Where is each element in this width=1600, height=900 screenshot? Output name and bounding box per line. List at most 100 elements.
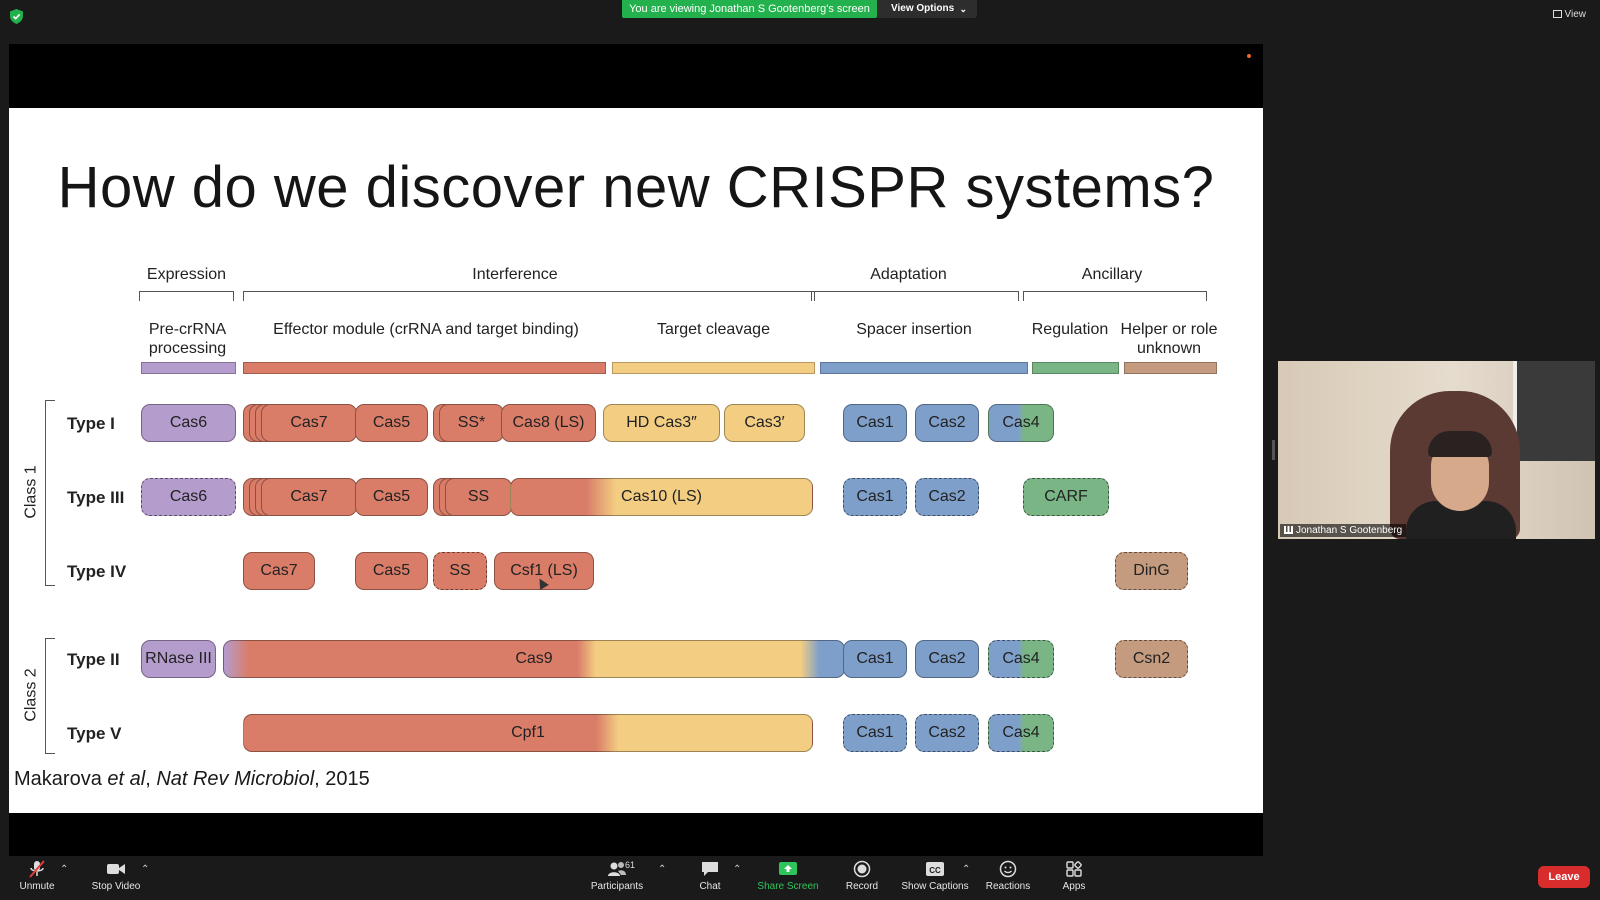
shared-screen: How do we discover new CRISPR systems? E… (9, 44, 1263, 856)
box-carf: CARF (1023, 478, 1109, 516)
box-cas1: Cas1 (843, 404, 907, 442)
view-button[interactable]: View (1552, 9, 1586, 20)
panel-resize-handle[interactable] (1272, 440, 1275, 460)
share-screen-label: Share Screen (757, 881, 819, 892)
box-cas3: Cas3′ (724, 404, 805, 442)
microphone-muted-icon (29, 860, 45, 878)
box-cas6: Cas6 (141, 404, 236, 442)
citation-year: , 2015 (314, 768, 370, 790)
video-window-frame (1513, 361, 1595, 461)
participant-video-tile[interactable]: Jonathan S Gootenberg (1278, 361, 1595, 539)
unmute-button[interactable]: Unmute (0, 860, 74, 898)
category-adaptation: Adaptation (870, 266, 947, 283)
view-options-button[interactable]: View Options ⌄ (877, 0, 977, 18)
apps-label: Apps (1062, 881, 1086, 892)
row-label-type-ii: Type II (67, 650, 120, 669)
reactions-label: Reactions (985, 881, 1031, 892)
meeting-toolbar: Unmute ⌃ Stop Video ⌃ 61 Participants ⌃ (0, 856, 1600, 900)
class-2-label: Class 2 (22, 668, 40, 722)
share-screen-button[interactable]: Share Screen (751, 860, 825, 898)
participants-label: Participants (590, 881, 644, 892)
viewing-screen-banner: You are viewing Jonathan S Gootenberg's … (622, 0, 877, 18)
view-options-label: View Options (891, 3, 955, 14)
subcategory-helper: Helper or role unknown (1120, 321, 1218, 357)
chat-bubble-icon (702, 862, 718, 876)
subcategory-regulation: Regulation (1031, 321, 1109, 338)
category-interference: Interference (472, 266, 558, 283)
participants-button[interactable]: 61 Participants (580, 860, 654, 898)
category-ancillary: Ancillary (1081, 266, 1143, 283)
row-label-type-iv: Type IV (67, 562, 127, 581)
row-label-type-i: Type I (67, 414, 115, 433)
bracket-expression (139, 291, 234, 301)
subcategory-pre-crrna: Pre-crRNA processing (148, 321, 227, 357)
class-1-label: Class 1 (22, 465, 40, 519)
box-csn2: Csn2 (1115, 640, 1188, 678)
class-2-bracket (45, 638, 55, 754)
captions-options-caret-icon[interactable]: ⌃ (962, 864, 971, 875)
citation-sep: , (145, 768, 157, 790)
box-hd-cas3: HD Cas3″ (603, 404, 720, 442)
box-cas1: Cas1 (843, 640, 907, 678)
box-cas2: Cas2 (915, 640, 979, 678)
box-cas7: Cas7 (243, 552, 315, 590)
category-expression: Expression (146, 266, 227, 283)
shield-icon[interactable] (10, 9, 23, 24)
record-button[interactable]: Record (825, 860, 899, 898)
reactions-button[interactable]: Reactions (971, 860, 1045, 898)
box-cas4-dashed: Cas4 (988, 714, 1054, 752)
chat-button[interactable]: Chat (673, 860, 747, 898)
participant-name-tag: Jonathan S Gootenberg (1280, 524, 1407, 537)
share-screen-icon (779, 862, 797, 875)
bar-effector (243, 362, 606, 374)
bar-helper (1124, 362, 1217, 374)
record-icon (853, 860, 871, 878)
record-label: Record (845, 881, 879, 892)
stop-video-button[interactable]: Stop Video (79, 860, 153, 898)
audio-options-caret-icon[interactable]: ⌃ (60, 864, 69, 875)
participants-icon (608, 862, 626, 876)
row-label-type-v: Type V (67, 724, 122, 743)
bar-regulation (1032, 362, 1119, 374)
smiley-face-icon (999, 860, 1017, 878)
top-bar: You are viewing Jonathan S Gootenberg's … (0, 0, 1600, 30)
box-cas5: Cas5 (355, 404, 428, 442)
view-layout-icon (1552, 10, 1562, 18)
box-cas2-dashed: Cas2 (915, 714, 979, 752)
participants-options-caret-icon[interactable]: ⌃ (658, 864, 667, 875)
slide-title: How do we discover new CRISPR systems? (57, 155, 1215, 220)
box-cas2-dashed: Cas2 (915, 478, 979, 516)
leave-meeting-button[interactable]: Leave (1538, 866, 1590, 888)
bracket-interference (243, 291, 815, 301)
box-csf1-ls: Csf1 (LS) (494, 552, 594, 590)
apps-button[interactable]: Apps (1037, 860, 1111, 898)
box-rnase-iii: RNase III (141, 640, 216, 678)
recording-indicator-icon (1247, 54, 1251, 58)
box-cas9: Cas9 (223, 640, 845, 678)
subcategory-effector: Effector module (crRNA and target bindin… (273, 321, 579, 338)
box-ss-dashed: SS (433, 552, 487, 590)
video-person-hair (1428, 431, 1492, 457)
bar-target-cleavage (612, 362, 815, 374)
box-cas5: Cas5 (355, 478, 428, 516)
video-options-caret-icon[interactable]: ⌃ (141, 864, 150, 875)
box-cas5: Cas5 (355, 552, 428, 590)
unmute-label: Unmute (19, 881, 55, 892)
video-camera-icon (107, 864, 125, 874)
subcategory-target-cleavage: Target cleavage (657, 321, 770, 338)
show-captions-button[interactable]: CC Show Captions (898, 860, 972, 898)
box-cas2: Cas2 (915, 404, 979, 442)
signal-strength-icon (1284, 526, 1293, 534)
bracket-adaptation (811, 291, 1019, 301)
bar-spacer-insertion (820, 362, 1028, 374)
apps-grid-icon (1066, 861, 1082, 877)
show-captions-label: Show Captions (901, 881, 969, 892)
participants-count: 61 (625, 860, 636, 870)
box-ss: SS (445, 478, 512, 516)
chat-options-caret-icon[interactable]: ⌃ (733, 864, 742, 875)
box-cas8-ls: Cas8 (LS) (501, 404, 596, 442)
chat-label: Chat (699, 881, 721, 892)
box-cas6-dashed: Cas6 (141, 478, 236, 516)
stop-video-label: Stop Video (91, 881, 141, 892)
